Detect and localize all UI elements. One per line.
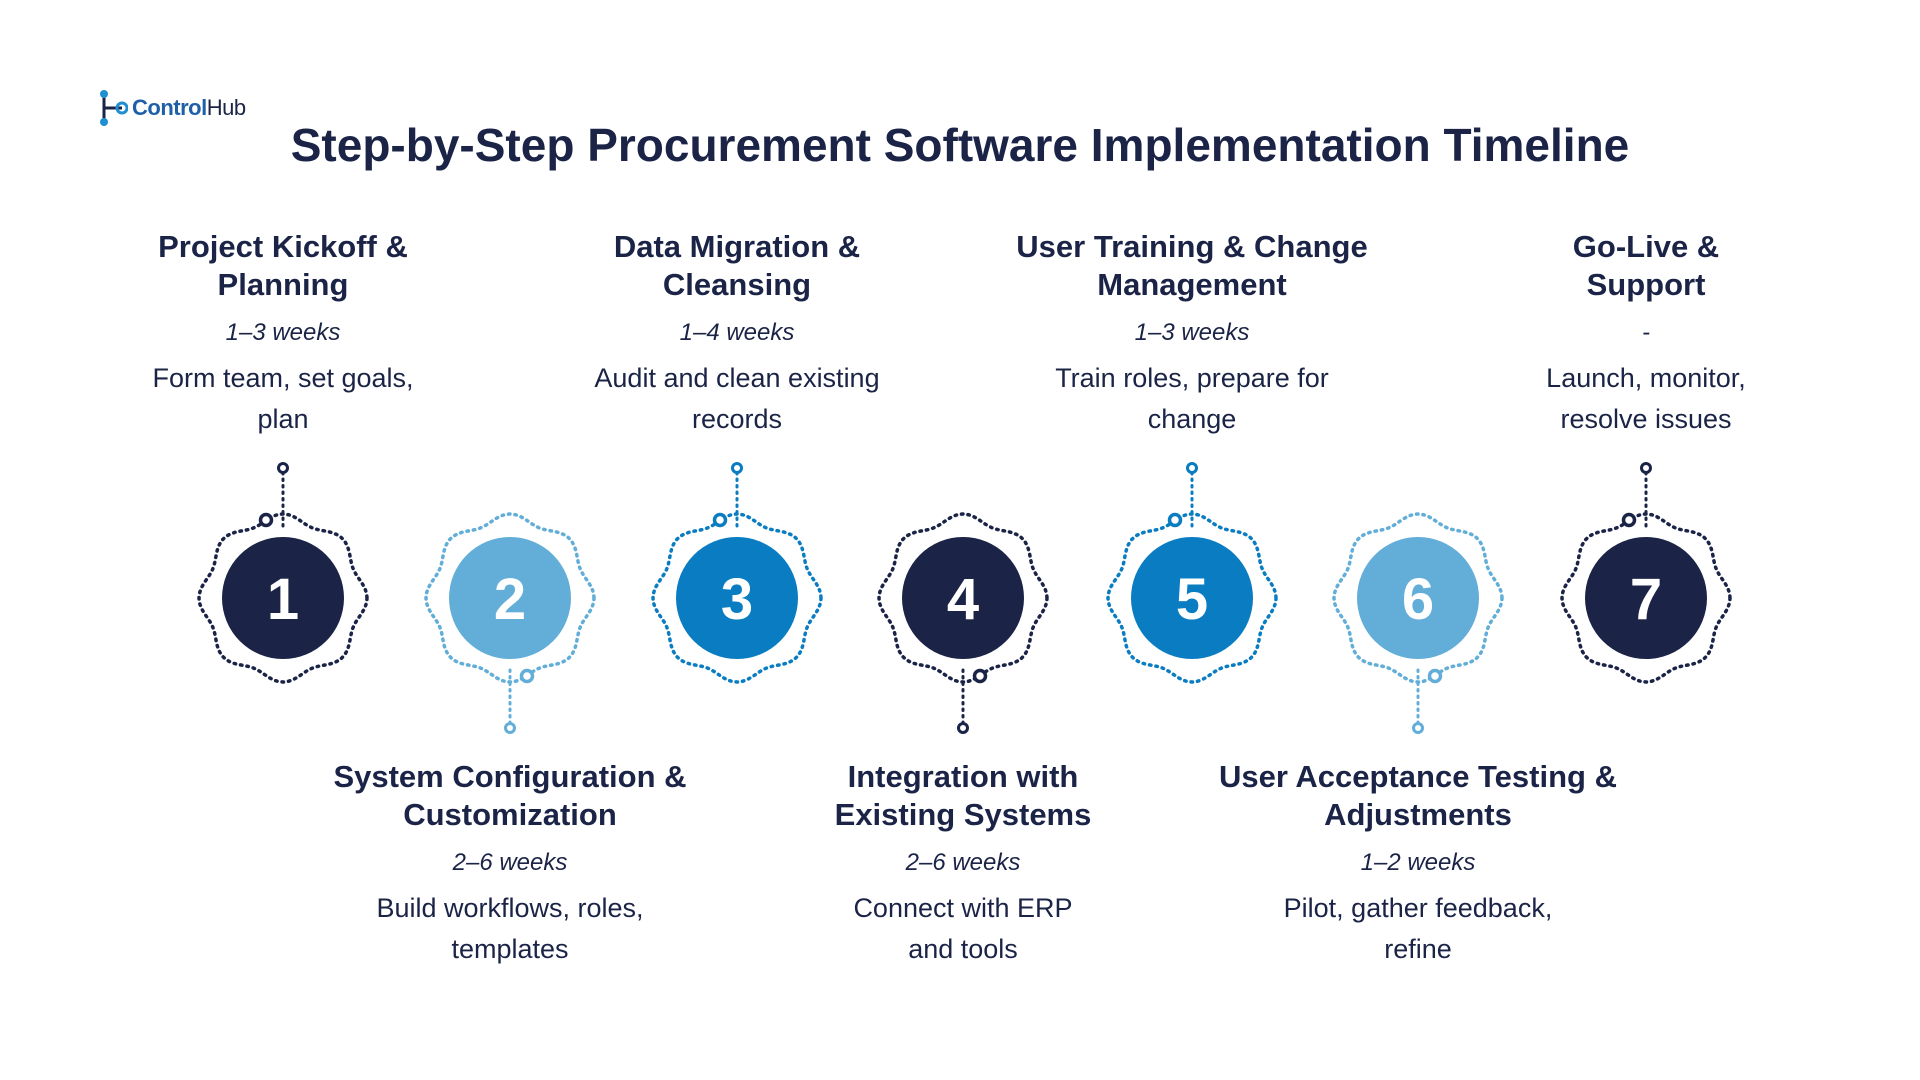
step-marker-5: 5 (1106, 462, 1278, 684)
step-circle (902, 537, 1024, 659)
step-circle (1131, 537, 1253, 659)
step-description: Pilot, gather feedback, refine (1283, 893, 1553, 964)
step-title: User Acceptance Testing & Adjustments (1219, 759, 1617, 832)
dotted-ring (424, 512, 596, 684)
step-5-text: User Training & Change Management 1–3 wee… (992, 228, 1392, 440)
step-marker-3: 3 (651, 462, 823, 684)
connector-end-dot (1412, 722, 1424, 734)
step-number: 3 (721, 567, 753, 632)
step-description: Audit and clean existing records (594, 363, 880, 434)
step-number: 5 (1176, 567, 1208, 632)
step-duration: 1–4 weeks (679, 319, 795, 346)
step-circle (222, 537, 344, 659)
connector-end-dot (1186, 462, 1198, 474)
connector-end-dot (277, 462, 289, 474)
step-duration: 1–3 weeks (225, 319, 341, 346)
step-number: 2 (494, 567, 526, 632)
brand-logo: ControlHub (98, 88, 246, 128)
ring-knot (258, 512, 274, 528)
step-marker-6: 6 (1332, 512, 1504, 734)
step-duration: 1–2 weeks (1360, 849, 1476, 876)
step-title: Data Migration & Cleansing (613, 229, 861, 302)
step-marker-1: 1 (197, 462, 369, 684)
step-circle (1585, 537, 1707, 659)
dotted-ring (1332, 512, 1504, 684)
step-2-text: System Configuration & Customization 2–6 … (310, 758, 710, 970)
step-description: Connect with ERP and tools (853, 893, 1073, 964)
step-duration: - (1642, 319, 1650, 346)
step-title: System Configuration & Customization (333, 759, 687, 832)
step-title: Integration with Existing Systems (834, 759, 1092, 832)
step-7-text: Go-Live & Support - Launch, monitor, resol… (1446, 228, 1846, 440)
dotted-ring (877, 512, 1049, 684)
ring-knot (972, 668, 988, 684)
step-duration: 2–6 weeks (452, 849, 568, 876)
ring-knot (712, 512, 728, 528)
ring-knot (1427, 668, 1443, 684)
step-circle (676, 537, 798, 659)
step-marker-7: 7 (1560, 462, 1732, 684)
ring-knot (1621, 512, 1637, 528)
step-number: 4 (947, 567, 979, 632)
step-title: User Training & Change Management (1016, 229, 1368, 302)
connector-end-dot (731, 462, 743, 474)
step-circle (1357, 537, 1479, 659)
page-title: Step-by-Step Procurement Software Implem… (290, 119, 1630, 171)
step-title: Go-Live & Support (1572, 229, 1720, 302)
step-marker-2: 2 (424, 512, 596, 734)
step-duration: 1–3 weeks (1134, 319, 1250, 346)
dotted-ring (651, 512, 823, 684)
step-description: Build workflows, roles, templates (376, 893, 644, 964)
molecule-icon (100, 90, 128, 126)
step-description: Launch, monitor, resolve issues (1546, 363, 1746, 434)
ring-knot (519, 668, 535, 684)
dotted-ring (1560, 512, 1732, 684)
step-number: 7 (1630, 567, 1662, 632)
dotted-ring (197, 512, 369, 684)
ring-knot (1167, 512, 1183, 528)
step-4-text: Integration with Existing Systems 2–6 wee… (763, 758, 1163, 970)
connector-end-dot (957, 722, 969, 734)
brand-name: ControlHub (132, 95, 246, 120)
step-marker-4: 4 (877, 512, 1049, 734)
step-number: 6 (1402, 567, 1434, 632)
step-description: Form team, set goals, plan (152, 363, 414, 434)
step-title: Project Kickoff & Planning (158, 229, 408, 302)
step-description: Train roles, prepare for change (1055, 363, 1329, 434)
step-number: 1 (267, 567, 299, 632)
dotted-ring (1106, 512, 1278, 684)
connector-end-dot (504, 722, 516, 734)
step-circle (449, 537, 571, 659)
connector-end-dot (1640, 462, 1652, 474)
step-6-text: User Acceptance Testing & Adjustments 1–2… (1218, 758, 1618, 970)
step-duration: 2–6 weeks (905, 849, 1021, 876)
